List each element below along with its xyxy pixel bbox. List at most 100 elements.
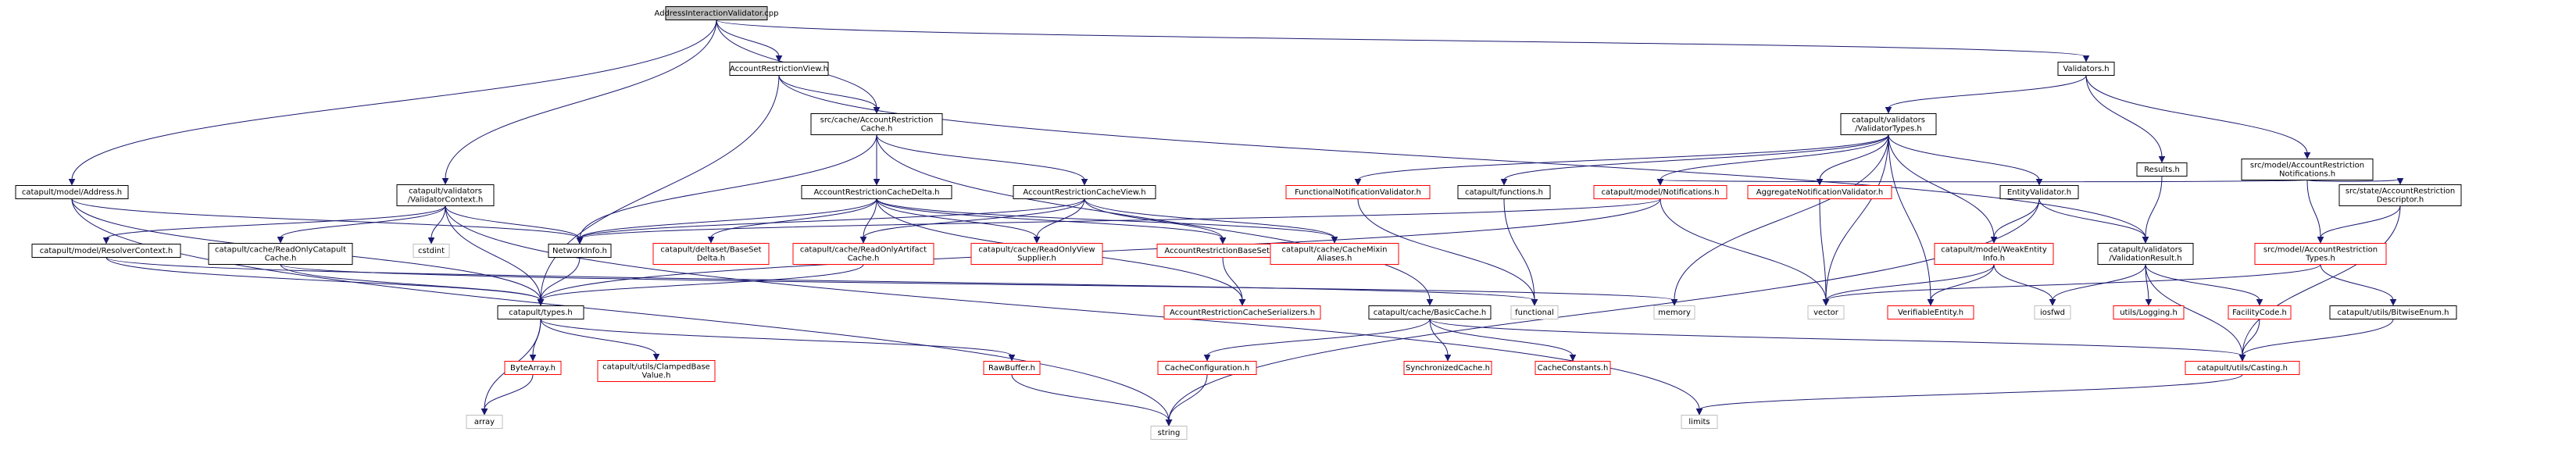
node-root[interactable]: AddressInteractionValidator.cpp [655, 6, 779, 20]
node-bitwiseenum[interactable]: catapult/utils/BitwiseEnum.h [2329, 305, 2457, 319]
edge-line [876, 198, 1038, 238]
edge-validatortypes-to-functionalnv [1354, 134, 1889, 186]
edge-line [1993, 198, 2040, 238]
node-types_h[interactable]: catapult/types.h [497, 305, 584, 319]
edge-resolvercontext-to-functional [105, 257, 1538, 306]
node-modelnotifications[interactable]: catapult/model/Notifications.h [1593, 185, 1727, 199]
node-functionalnv[interactable]: FunctionalNotificationValidator.h [1285, 185, 1431, 199]
edge-line [1819, 198, 1827, 301]
node-verifiableentity[interactable]: VerifiableEntity.h [1887, 305, 1974, 319]
node-cacheconstants[interactable]: CacheConstants.h [1535, 361, 1611, 375]
edge-line [280, 264, 1675, 301]
node-validatorcontext[interactable]: catapult/validators/ValidatorContext.h [396, 184, 495, 206]
edge-line [445, 205, 581, 239]
node-arcacheview[interactable]: AccountRestrictionCacheView.h [1013, 185, 1156, 199]
edge-line [445, 205, 1700, 410]
node-address_h[interactable]: catapult/model/Address.h [15, 185, 129, 199]
edge-aggregatenv-to-vector [1819, 198, 1830, 306]
edge-arrowhead [2317, 237, 2324, 244]
node-label: AccountRestrictionCacheDelta.h [814, 188, 940, 197]
node-label: array [474, 418, 495, 426]
node-label: Results.h [2144, 166, 2180, 174]
edge-basiccache-to-cacheconfiguration [1203, 319, 1431, 362]
node-arview[interactable]: AccountRestrictionView.h [729, 62, 829, 76]
node-synchronizedcache[interactable]: SynchronizedCache.h [1403, 361, 1492, 375]
node-arcache[interactable]: src/cache/AccountRestrictionCache.h [810, 113, 943, 135]
node-arcachedelta[interactable]: AccountRestrictionCacheDelta.h [801, 185, 952, 199]
node-facilitycode[interactable]: FacilityCode.h [2228, 305, 2292, 319]
node-validators_h[interactable]: Validators.h [2057, 62, 2115, 76]
edge-results_h-to-validationresult [2142, 176, 2163, 244]
node-label: CacheConfiguration.h [1165, 364, 1249, 373]
node-box [1934, 243, 2054, 265]
node-label: Aliases.h [1317, 255, 1352, 263]
node-arcacheserializers[interactable]: AccountRestrictionCacheSerializers.h [1163, 305, 1321, 319]
edge-line [540, 75, 780, 301]
node-basiccache[interactable]: catapult/cache/BasicCache.h [1368, 305, 1492, 319]
edge-arrowhead [1238, 299, 1246, 306]
node-validatortypes[interactable]: catapult/validators/ValidatorTypes.h [1840, 113, 1937, 135]
node-networkinfo[interactable]: NetworkInfo.h [548, 244, 612, 258]
node-label: SynchronizedCache.h [1406, 364, 1490, 373]
edge-line [1222, 257, 1243, 301]
node-label: Info.h [1983, 255, 2005, 263]
node-label: catapult/deltaset/BaseSet [660, 246, 761, 255]
node-rawbuffer[interactable]: RawBuffer.h [983, 361, 1041, 375]
node-box [1510, 305, 1559, 319]
edge-arrowhead [1885, 107, 1892, 114]
node-arbasesets[interactable]: AccountRestrictionBaseSets.h [1156, 244, 1289, 258]
node-box [396, 184, 495, 206]
node-box [1535, 361, 1611, 375]
edge-arrowhead [859, 237, 867, 244]
node-aggregatenv[interactable]: AggregateNotificationValidator.h [1747, 185, 1892, 199]
edge-root-to-validatorcontext [441, 20, 717, 185]
edge-line [280, 264, 541, 301]
node-results_h[interactable]: Results.h [2136, 162, 2188, 177]
edge-modelnotifications-to-networkinfo [576, 198, 1661, 244]
edge-line [579, 198, 1661, 239]
node-validationresult[interactable]: catapult/validators/ValidationResult.h [2097, 243, 2194, 265]
edge-arcachedelta-to-networkinfo [576, 198, 877, 244]
edge-arrowhead [481, 409, 488, 416]
edge-arrowhead [1500, 179, 1508, 186]
edge-types_h-to-clampedbasevalue [540, 319, 660, 361]
node-catfunctions[interactable]: catapult/functions.h [1457, 185, 1551, 199]
edge-line [1674, 134, 1889, 301]
node-casting[interactable]: catapult/utils/Casting.h [2185, 361, 2300, 375]
node-label: src/model/AccountRestriction [2250, 162, 2364, 170]
edge-line [1084, 198, 1335, 238]
edge-line [2320, 264, 2394, 301]
node-logging[interactable]: utils/Logging.h [2113, 305, 2185, 319]
edge-line [2038, 198, 2146, 238]
node-label: Notifications.h [2279, 170, 2335, 179]
node-label: cstdint [418, 247, 445, 255]
node-bytearray[interactable]: ByteArray.h [504, 361, 562, 375]
edge-catfunctions-to-functional [1503, 198, 1538, 306]
edge-arrowhead [1927, 299, 1935, 306]
node-entityvalidator[interactable]: EntityValidator.h [1999, 185, 2079, 199]
edge-line [2145, 264, 2243, 356]
node-arnotifications[interactable]: src/model/AccountRestrictionNotification… [2241, 159, 2374, 180]
node-label: iosfwd [2040, 309, 2065, 317]
edge-arrowhead [1008, 355, 1016, 362]
edge-bytearray-to-array [481, 374, 534, 416]
edge-line [280, 205, 446, 238]
node-label: catapult/utils/Casting.h [2197, 364, 2288, 373]
edge-validators_h-to-validatortypes [1885, 75, 2087, 114]
node-resolvercontext[interactable]: catapult/model/ResolverContext.h [31, 244, 181, 258]
edge-line [2145, 264, 2260, 301]
edge-arrowhead [1695, 409, 1703, 416]
edge-line [1168, 198, 2040, 421]
node-label: utils/Logging.h [2120, 309, 2178, 317]
node-label: NetworkInfo.h [552, 247, 607, 255]
node-cacheconfiguration[interactable]: CacheConfiguration.h [1157, 361, 1257, 375]
